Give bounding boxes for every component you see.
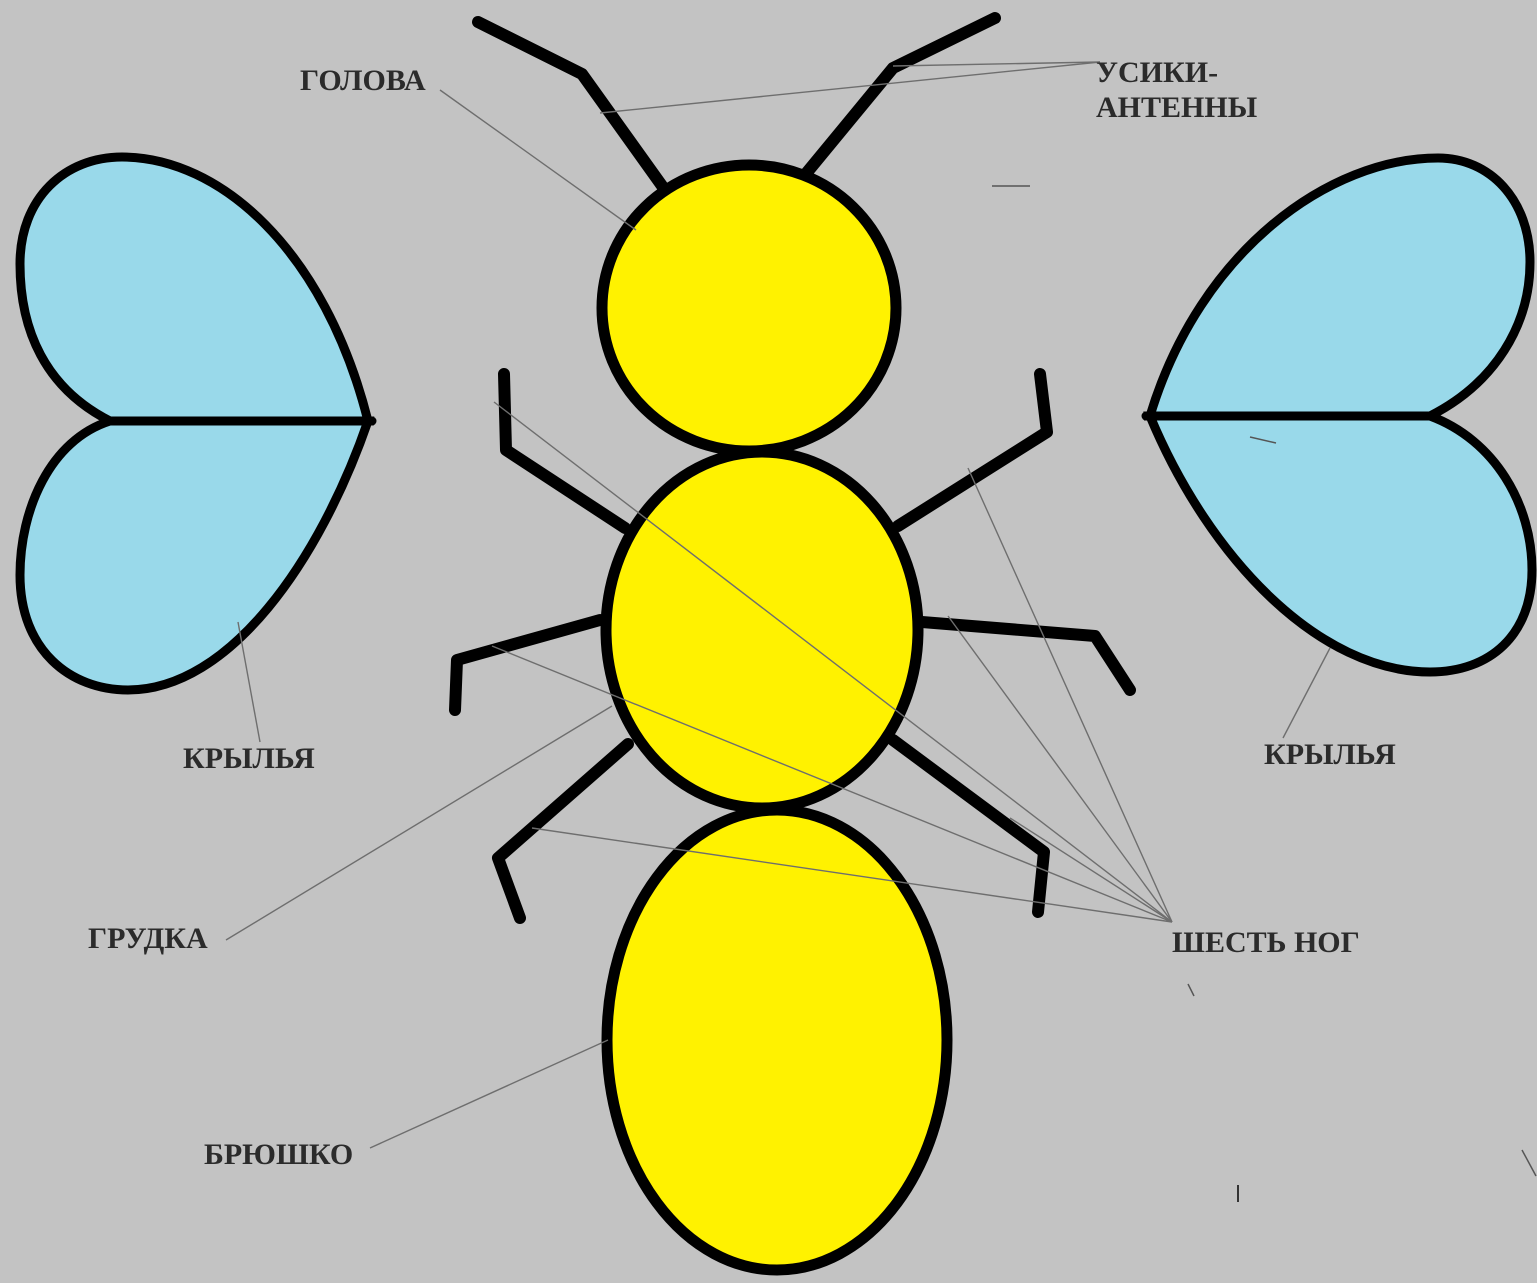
legs-label: ШЕСТЬ НОГ xyxy=(1172,926,1360,959)
antennae-label-line2: АНТЕННЫ xyxy=(1096,91,1257,124)
abdomen-segment xyxy=(607,810,947,1270)
head-segment xyxy=(602,165,896,451)
thorax-label: ГРУДКА xyxy=(88,922,208,955)
thorax-segment xyxy=(606,452,918,808)
right-wings-label: КРЫЛЬЯ xyxy=(1264,738,1396,771)
left-wings-label: КРЫЛЬЯ xyxy=(183,742,315,775)
body xyxy=(602,165,947,1270)
antennae-label-line1: УСИКИ- xyxy=(1096,56,1218,89)
head-label: ГОЛОВА xyxy=(300,64,426,97)
abdomen-label: БРЮШКО xyxy=(204,1138,353,1171)
